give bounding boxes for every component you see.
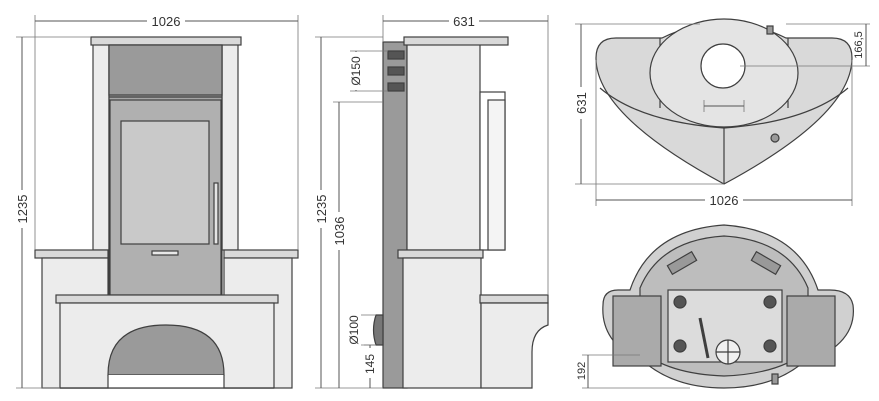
top-view-air-inlet xyxy=(770,133,780,143)
front-floor-recess xyxy=(108,375,224,388)
front-right-column xyxy=(221,41,239,251)
side-flue-slot-2 xyxy=(387,66,405,76)
side-bench-top xyxy=(397,249,484,259)
side-flue-bottom-label: Ø100 xyxy=(347,315,361,345)
side-column xyxy=(406,41,481,251)
top-view-offset-label: 166,5 xyxy=(853,31,865,59)
front-seat-top xyxy=(55,294,279,304)
bottom-view-foot-4 xyxy=(763,339,777,353)
side-seat-top xyxy=(479,294,549,304)
front-right-bench-top xyxy=(223,249,299,259)
bottom-view-foot-3 xyxy=(673,339,687,353)
bottom-view-lever xyxy=(698,317,710,359)
top-view-depth-label: 631 xyxy=(574,92,589,114)
side-flue-slot-1 xyxy=(387,50,405,60)
front-arch xyxy=(107,324,225,376)
side-stove-body xyxy=(382,41,408,389)
side-total-height-label: 1235 xyxy=(314,195,329,224)
front-left-column xyxy=(92,41,110,251)
side-top-plate xyxy=(403,36,509,46)
bottom-view-right-cavity xyxy=(786,295,836,367)
side-view: 631 1235 1036 Ø150 Ø100 145 xyxy=(314,13,549,389)
top-view-flue-connector xyxy=(766,25,774,35)
bottom-view-offset-label: 192 xyxy=(576,362,588,380)
ash-slot xyxy=(151,250,179,256)
top-view-flue-outlet xyxy=(700,43,746,89)
top-view-width-label: 1026 xyxy=(710,193,739,208)
bottom-view: 192 xyxy=(576,224,854,389)
front-view: 1026 1235 xyxy=(15,13,299,389)
side-seat xyxy=(480,302,549,389)
bottom-view-left-slot xyxy=(666,250,698,276)
side-door-frame xyxy=(487,99,506,251)
side-bench xyxy=(402,257,482,389)
bottom-view-foot-2 xyxy=(763,295,777,309)
bottom-view-front-tab xyxy=(771,373,779,385)
side-flue-slot-3 xyxy=(387,82,405,92)
front-left-bench-top xyxy=(34,249,109,259)
front-width-label: 1026 xyxy=(152,14,181,29)
bottom-view-foot-1 xyxy=(673,295,687,309)
door-handle xyxy=(213,182,219,245)
front-door-glass xyxy=(120,120,210,245)
side-air-inlet-height-label: 145 xyxy=(363,354,377,374)
front-top-plate xyxy=(90,36,242,46)
bottom-view-right-slot xyxy=(750,250,782,276)
front-heat-panel xyxy=(108,44,223,96)
bottom-view-left-cavity xyxy=(612,295,662,367)
side-depth-label: 631 xyxy=(453,14,475,29)
side-air-inlet xyxy=(372,314,384,346)
top-view: 631 1026 166,5 xyxy=(574,18,870,208)
side-flue-top-label: Ø150 xyxy=(349,56,363,86)
front-height-label: 1235 xyxy=(15,195,30,224)
side-height-label: 1036 xyxy=(332,217,347,246)
